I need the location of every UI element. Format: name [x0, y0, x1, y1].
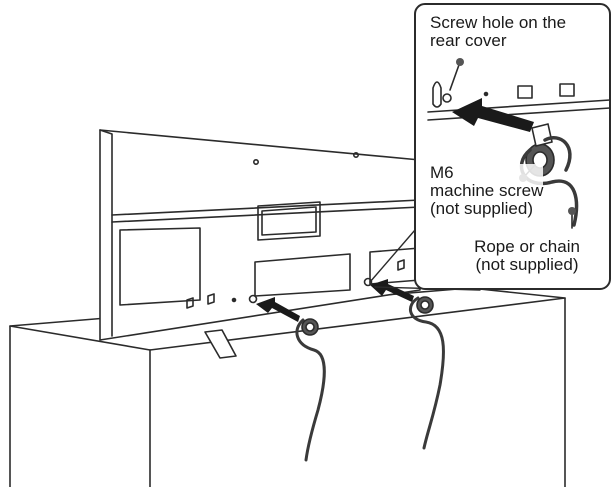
label-screw: M6 machine screw (not supplied) — [430, 163, 544, 218]
rope-right — [409, 296, 445, 450]
screw-left — [301, 318, 319, 336]
arrow-left — [256, 297, 300, 322]
rope-left — [295, 318, 326, 462]
label-screw-line2: machine screw — [430, 181, 544, 200]
pointer-rope — [568, 207, 576, 229]
label-rope: Rope or chain (not supplied) — [452, 238, 602, 274]
label-screw-line1: M6 — [430, 163, 454, 182]
arrow-right — [370, 279, 414, 302]
label-screw-hole-line1: Screw hole on the — [430, 13, 567, 32]
label-screw-line3: (not supplied) — [430, 199, 534, 218]
label-screw-hole: Screw hole on the rear cover — [430, 14, 566, 50]
label-rope-line1: Rope or chain — [474, 237, 580, 256]
pointer-screw-hole — [449, 58, 464, 91]
label-rope-line2: (not supplied) — [475, 255, 579, 274]
screw-right — [416, 296, 434, 314]
cabinet — [9, 287, 566, 487]
tv-rear — [99, 129, 421, 359]
label-screw-hole-line2: rear cover — [430, 31, 507, 50]
inset-arrow — [452, 98, 534, 132]
